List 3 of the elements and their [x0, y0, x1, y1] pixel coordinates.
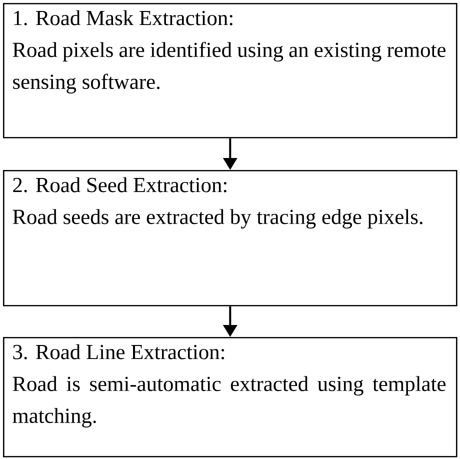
- process-box: 1. Road Mask Extraction: Road pixels are identified using an existing remote sensing software.: [3, 3, 458, 138]
- process-box: 3. Road Line Extraction: Road is semi-automatic extracted using template matching.: [3, 337, 458, 458]
- process-box: 2. Road Seed Extraction: Road seeds are extracted by tracing edge pixels.: [3, 170, 458, 306]
